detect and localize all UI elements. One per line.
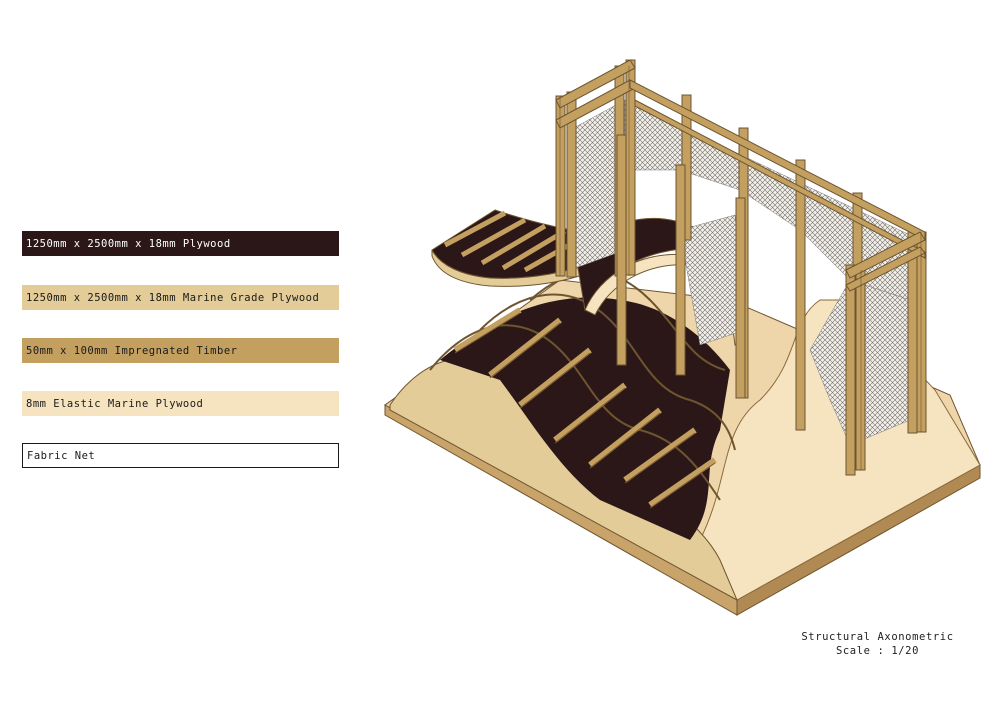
timber-frame [555, 59, 927, 476]
legend-label: Fabric Net [27, 449, 96, 462]
legend-item-timber: 50mm x 100mm Impregnated Timber [22, 338, 339, 363]
wave-ramp [389, 270, 739, 602]
legend-label: 1250mm x 2500mm x 18mm Plywood [26, 237, 231, 250]
frame-detail-lines [559, 66, 922, 470]
legend-item-fabric-net: Fabric Net [22, 443, 339, 468]
legend-label: 1250mm x 2500mm x 18mm Marine Grade Plyw… [26, 291, 320, 304]
legend-label: 8mm Elastic Marine Plywood [26, 397, 204, 410]
drawing-caption: Structural Axonometric Scale : 1/20 [790, 630, 965, 658]
caption-scale: Scale : 1/20 [835, 645, 920, 657]
caption-title: Structural Axonometric [801, 631, 954, 643]
legend-item-marine-plywood: 1250mm x 2500mm x 18mm Marine Grade Plyw… [22, 285, 339, 310]
structural-axonometric-drawing [384, 59, 981, 616]
legend-label: 50mm x 100mm Impregnated Timber [26, 344, 238, 357]
legend-item-elastic-plywood: 8mm Elastic Marine Plywood [22, 391, 339, 416]
legend-item-plywood: 1250mm x 2500mm x 18mm Plywood [22, 231, 339, 256]
